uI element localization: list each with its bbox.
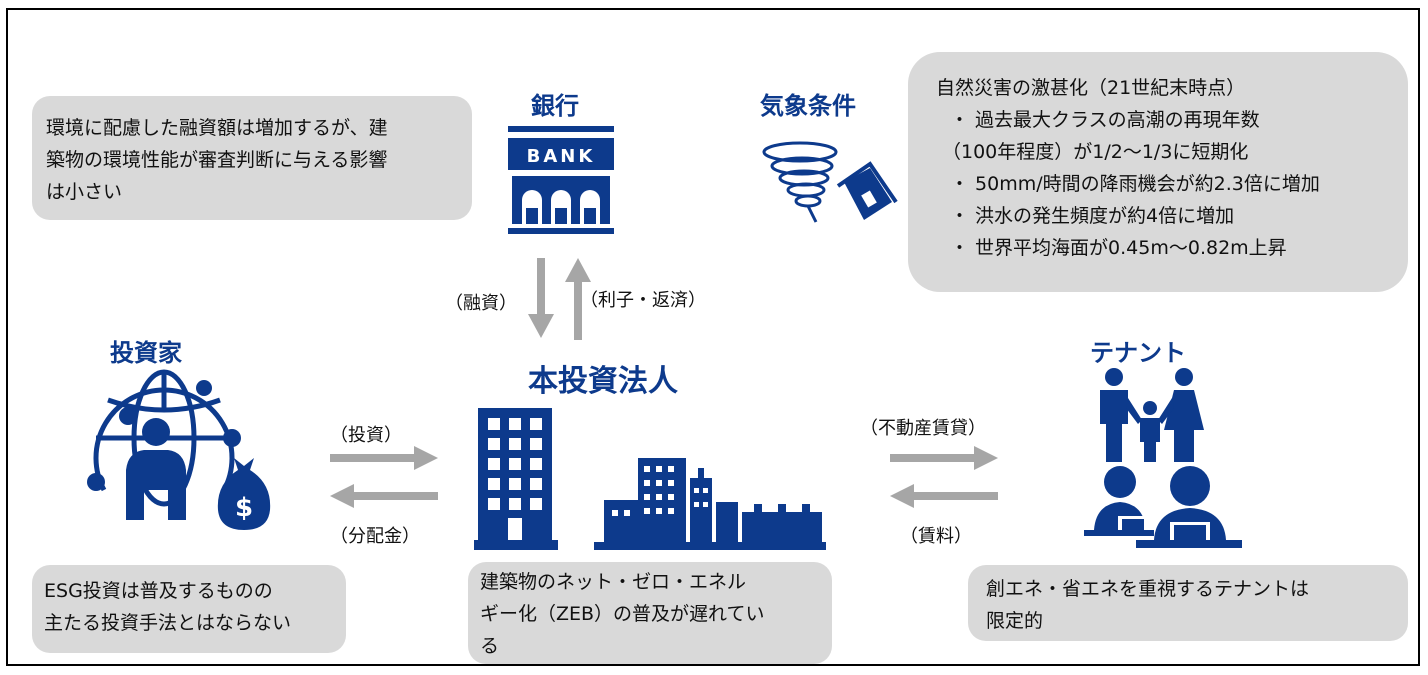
building-window: [488, 478, 500, 490]
investor-note: ESG投資は普及するものの 主たる投資手法とはならない: [32, 565, 346, 653]
distribution-arrow-left: [330, 484, 438, 508]
distribution-label: （分配金）: [330, 526, 420, 547]
building-window: [488, 438, 500, 450]
building-window: [530, 498, 542, 510]
loan-label: （融資）: [445, 293, 517, 314]
climate-heading: 自然災害の激甚化（21世紀末時点）: [936, 77, 1246, 99]
bank-title: 銀行: [531, 92, 579, 120]
climate-line: ・ 世界平均海面が0.45m～0.82m上昇: [950, 237, 1287, 259]
building-window: [530, 458, 542, 470]
tenant-note: 創エネ・省エネを重視するテナントは 限定的: [968, 565, 1408, 641]
workers-icon: [1084, 466, 1242, 548]
svg-text:$: $: [235, 493, 253, 523]
bank-note-line: は小さい: [46, 181, 123, 203]
bank-icon-text: BANK: [527, 146, 596, 167]
climate-title: 気象条件: [760, 92, 856, 120]
repayment-label: （利子・返済）: [580, 290, 706, 311]
corporation-note-line: ギー化（ZEB）の普及が遅れてい: [480, 603, 765, 625]
climate-line: ・ 過去最大クラスの高潮の再現年数: [950, 109, 1260, 131]
climate-line: ・ 50mm/時間の降雨機会が約2.3倍に増加: [950, 173, 1320, 195]
building-window: [488, 498, 500, 510]
climate-line: （100年程度）が1/2～1/3に短期化: [942, 141, 1249, 163]
office-building-icon: [474, 408, 558, 550]
tenant-note-line: 限定的: [986, 610, 1044, 632]
invest-arrow-right: [330, 446, 438, 470]
lease-label: （不動産賃貸）: [860, 418, 986, 439]
investor-note-line: ESG投資は普及するものの: [44, 580, 273, 602]
building-window: [509, 478, 521, 490]
building-window: [530, 478, 542, 490]
rent-label: （賃料）: [900, 526, 972, 547]
city-buildings-icon: [594, 458, 826, 550]
tenant-note-line: 創エネ・省エネを重視するテナントは: [986, 578, 1310, 600]
corporation-note-line: 建築物のネット・ゼロ・エネル: [480, 571, 747, 593]
family-icon: [1100, 368, 1204, 462]
lease-arrow-right: [890, 446, 998, 470]
investor-title: 投資家: [110, 339, 182, 367]
building-window: [488, 418, 500, 430]
building-window: [509, 458, 521, 470]
building-window: [509, 438, 521, 450]
building-window: [488, 458, 500, 470]
bank-note-line: 築物の環境性能が審査判断に与える影響: [46, 149, 388, 171]
invest-label: （投資）: [330, 425, 402, 446]
climate-note: 自然災害の激甚化（21世紀末時点） ・ 過去最大クラスの高潮の再現年数 （100…: [908, 52, 1408, 292]
bank-icon: BANK: [508, 126, 614, 234]
investor-globe-icon: $: [87, 369, 271, 530]
building-window: [509, 498, 521, 510]
loan-arrow-down: [528, 258, 554, 338]
repayment-arrow-up: [565, 258, 591, 340]
bank-note-line: 環境に配慮した融資額は増加するが、建: [46, 117, 388, 139]
building-window: [530, 418, 542, 430]
investor-note-line: 主たる投資手法とはならない: [44, 612, 292, 634]
building-window: [509, 418, 521, 430]
building-window: [530, 438, 542, 450]
bank-note: 環境に配慮した融資額は増加するが、建 築物の環境性能が審査判断に与える影響 は小…: [32, 96, 472, 220]
climate-line: ・ 洪水の発生頻度が約4倍に増加: [950, 205, 1235, 227]
corporation-note-line: る: [480, 635, 500, 657]
corporation-note: 建築物のネット・ゼロ・エネル ギー化（ZEB）の普及が遅れてい る: [468, 562, 832, 664]
tenant-title: テナント: [1090, 339, 1186, 367]
tornado-house-icon: [762, 141, 898, 223]
rent-arrow-left: [890, 484, 998, 508]
diagram-frame: [6, 8, 1420, 666]
corporation-title: 本投資法人: [528, 364, 678, 399]
